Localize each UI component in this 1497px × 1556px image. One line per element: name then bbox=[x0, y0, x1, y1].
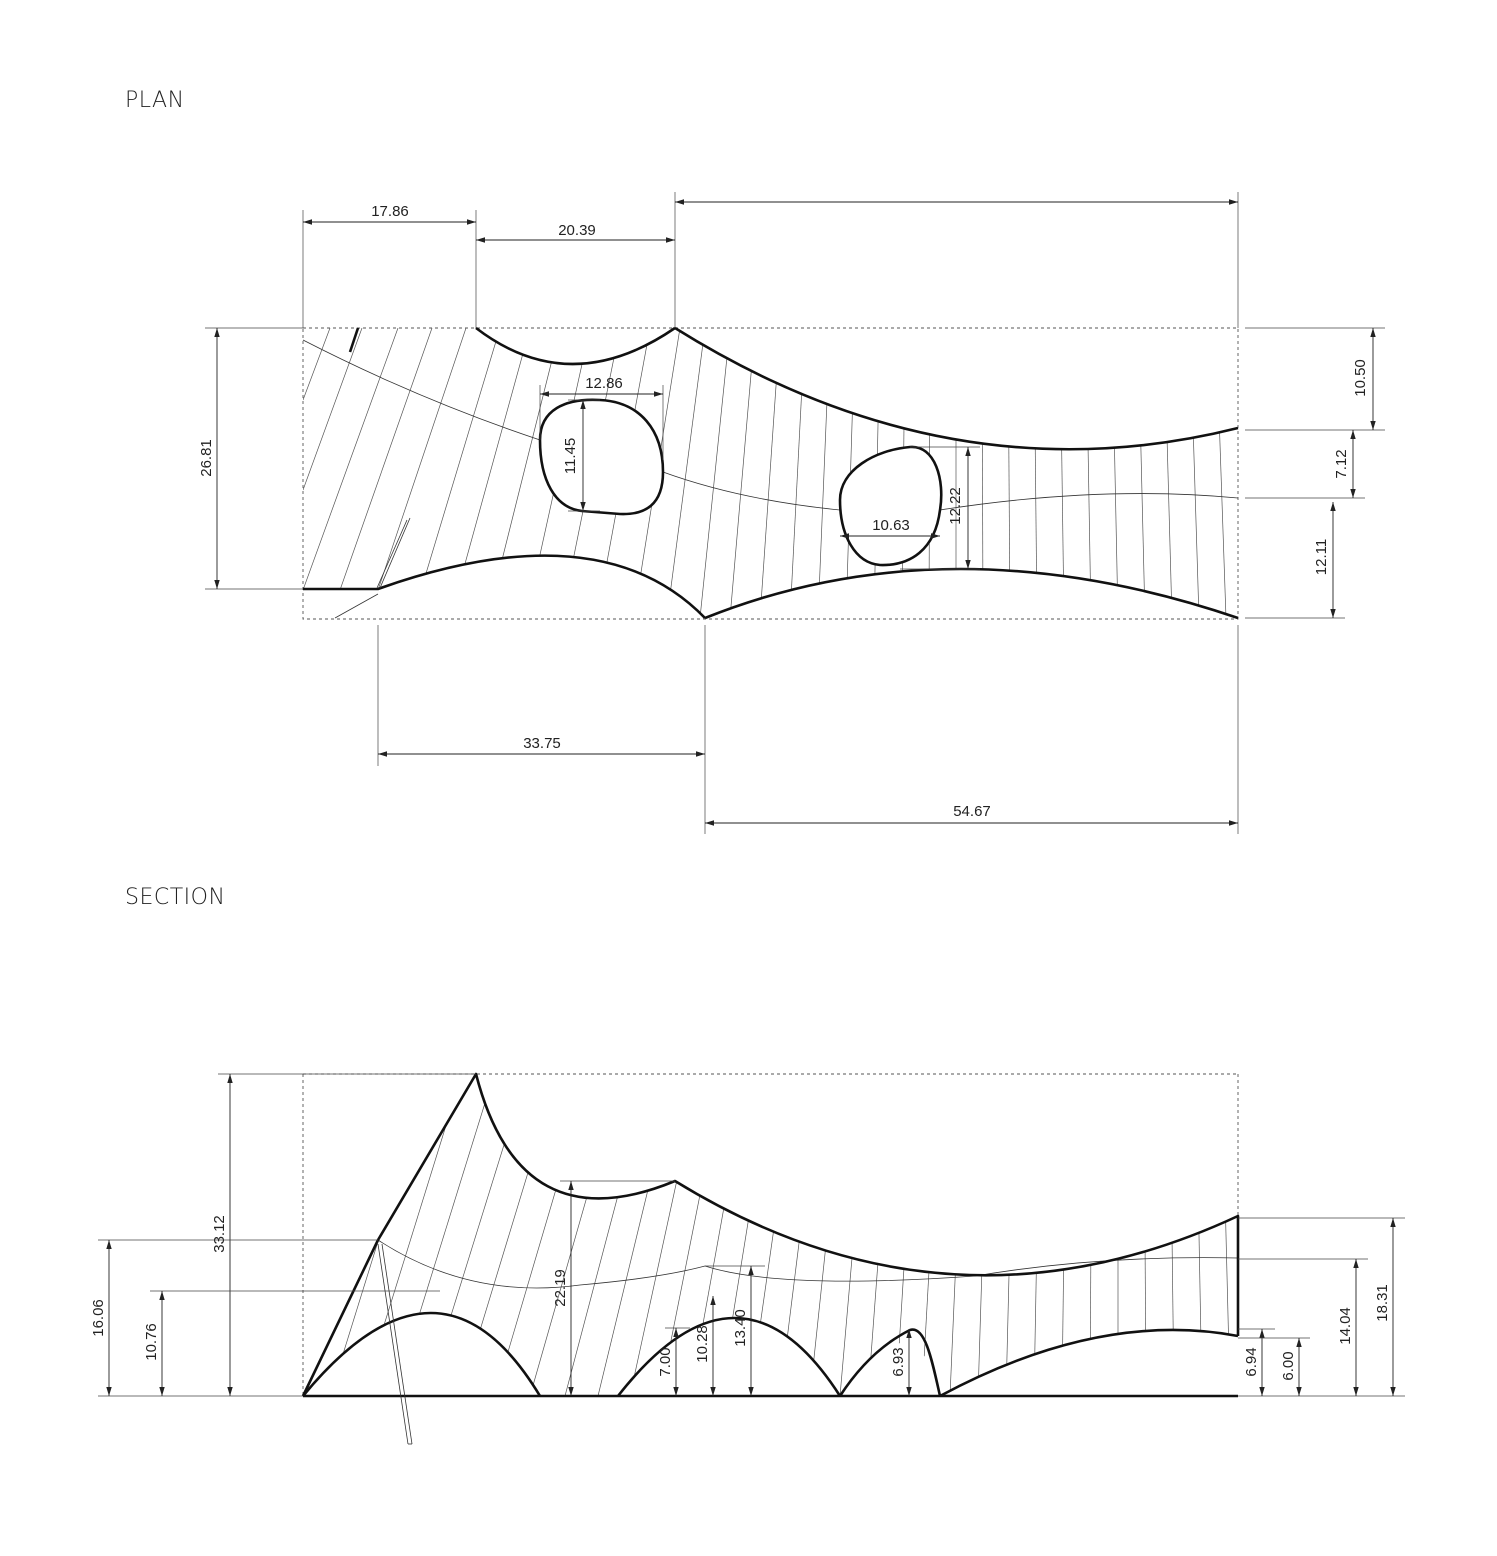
plan-dim-11-45: 11.45 bbox=[562, 438, 579, 474]
plan-dim-26-81: 26.81 bbox=[198, 439, 215, 477]
section-dim-6-00: 6.00 bbox=[1280, 1351, 1297, 1380]
section-dim-16-06: 16.06 bbox=[90, 1299, 107, 1337]
plan-dim-7-12: 7.12 bbox=[1333, 449, 1350, 478]
section-drawing bbox=[301, 1072, 1240, 1445]
section-dim-33-12: 33.12 bbox=[211, 1215, 228, 1253]
section-arch-1 bbox=[301, 1311, 542, 1397]
section-title: SECTION bbox=[125, 885, 226, 910]
section-guide-curve bbox=[377, 1239, 1239, 1289]
plan-outline-top-1 bbox=[475, 326, 676, 366]
plan-dim-33-75: 33.75 bbox=[523, 735, 561, 752]
section-dim-18-31: 18.31 bbox=[1374, 1284, 1391, 1322]
section-dim-10-76: 10.76 bbox=[143, 1323, 160, 1361]
plan-dim-12-86: 12.86 bbox=[585, 375, 623, 392]
plan-dim-12-22: 12.22 bbox=[947, 487, 964, 525]
plan-hole-1-fill bbox=[540, 399, 663, 515]
plan-dim-54-67: 54.67 bbox=[953, 803, 991, 820]
plan-dim-17-86: 17.86 bbox=[371, 203, 409, 220]
section-arch-2 bbox=[616, 1316, 842, 1397]
plan-dim-10-50: 10.50 bbox=[1352, 359, 1369, 397]
section-dimensions: 33.12 16.06 10.76 22.19 7.00 10.28 13.40… bbox=[90, 1073, 1405, 1397]
plan-outline-bottom-1 bbox=[303, 554, 706, 619]
plan-outline-top-2 bbox=[674, 326, 1239, 451]
section-dim-14-04: 14.04 bbox=[1337, 1307, 1354, 1345]
plan-dim-10-63: 10.63 bbox=[872, 517, 910, 534]
section-arch-4 bbox=[939, 1328, 1239, 1398]
plan-drawing bbox=[302, 326, 1239, 620]
plan-title: PLAN bbox=[125, 88, 185, 113]
section-dim-10-28: 10.28 bbox=[694, 1325, 711, 1363]
plan-dim-20-39: 20.39 bbox=[558, 222, 596, 239]
section-dim-6-94: 6.94 bbox=[1243, 1347, 1260, 1376]
plan-dimensions: 17.86 20.39 12.86 11.45 26.81 10.63 12.2… bbox=[198, 192, 1385, 834]
section-dim-13-40: 13.40 bbox=[732, 1309, 749, 1347]
section-dim-6-93: 6.93 bbox=[890, 1347, 907, 1376]
section-outline-top bbox=[301, 1072, 1240, 1397]
plan-bounding-box bbox=[302, 327, 1239, 620]
plan-hole-2 bbox=[838, 445, 943, 567]
section-dim-7-00: 7.00 bbox=[657, 1347, 674, 1376]
plan-guide-curve bbox=[302, 339, 541, 441]
plan-outline-bottom-2 bbox=[704, 567, 1239, 620]
plan-hatching bbox=[303, 328, 1227, 618]
section-dim-22-19: 22.19 bbox=[552, 1269, 569, 1307]
plan-dim-12-11: 12.11 bbox=[1313, 539, 1330, 575]
plan-hole-1 bbox=[538, 398, 665, 516]
